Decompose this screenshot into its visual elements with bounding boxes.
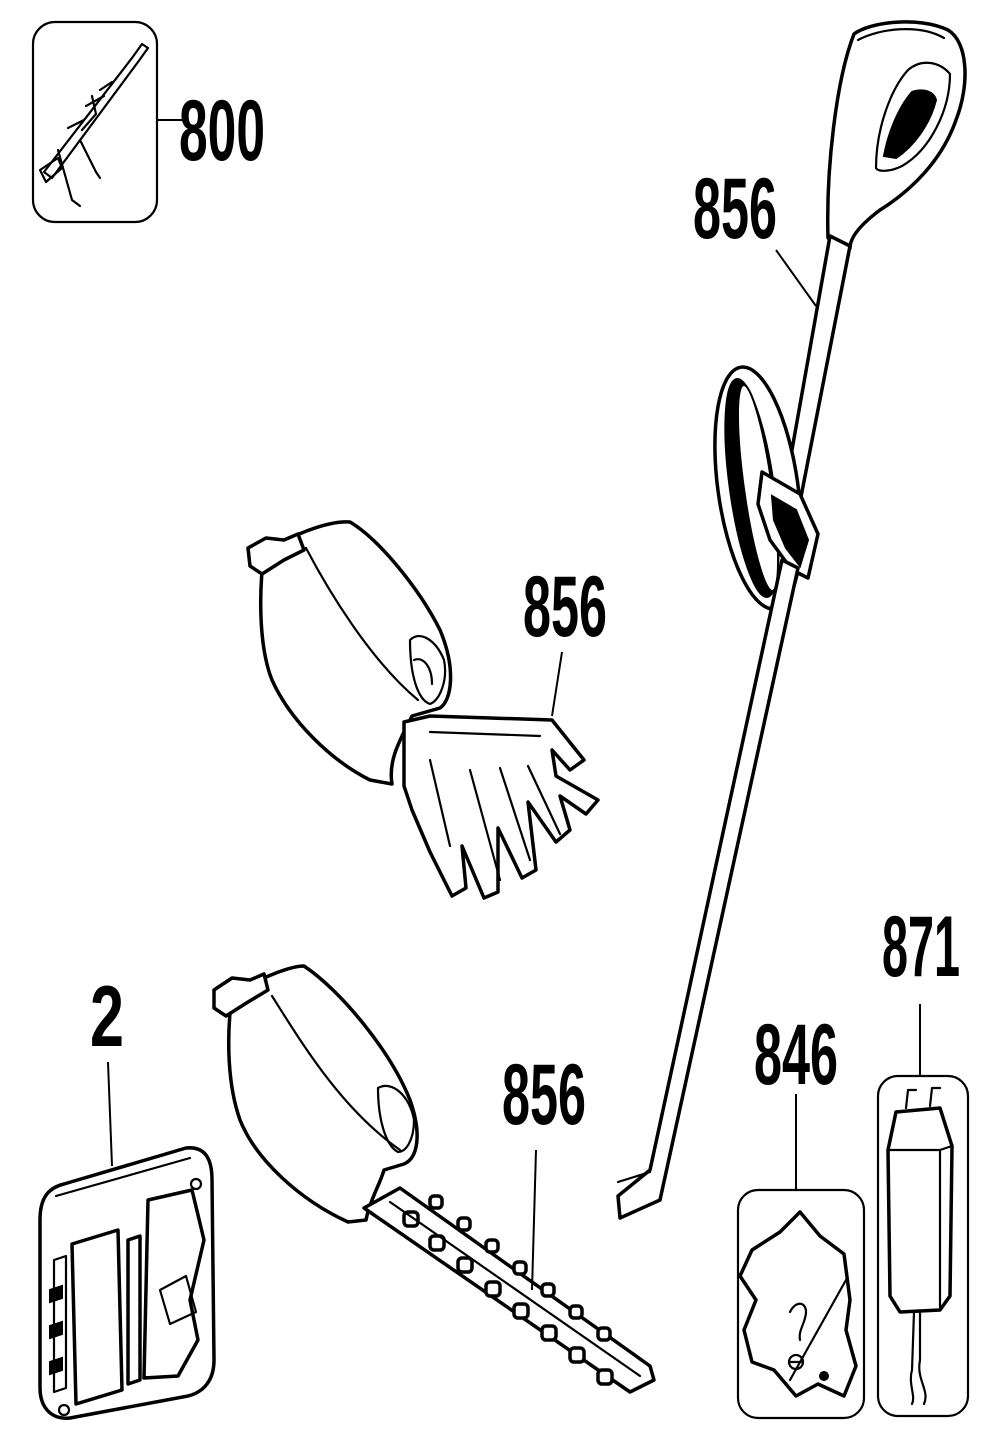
hedge-blade-teeth xyxy=(402,1194,614,1386)
charger-body xyxy=(886,1106,954,1314)
part-2-battery-pack: 2 xyxy=(38,969,216,1420)
shrubber-housing xyxy=(258,520,453,786)
pole-856-leader xyxy=(775,249,817,307)
part-800-drawing xyxy=(38,42,150,208)
hedge-housing xyxy=(226,964,419,1224)
shrubber-856-leader xyxy=(551,651,563,717)
part-871-label: 871 xyxy=(882,899,960,995)
part-2-leader xyxy=(107,1061,113,1167)
part-856-pole-handle: 856 xyxy=(616,20,967,1220)
hedge-connector xyxy=(212,972,270,1018)
part-800-accessory-kit: 800 xyxy=(31,20,265,224)
shrubber-blade xyxy=(402,714,600,900)
part-856-hedge-attachment: 856 xyxy=(212,964,656,1394)
hedge-856-leader xyxy=(531,1149,537,1291)
part-2-label: 2 xyxy=(90,969,124,1065)
shrubber-856-label: 856 xyxy=(523,559,607,655)
part-846-instruction-manual: 846 xyxy=(736,1007,866,1420)
shrubber-connector xyxy=(246,532,306,576)
pole-856-label: 856 xyxy=(693,161,777,257)
part-800-label: 800 xyxy=(179,83,265,179)
part-856-shrubber-attachment: 856 xyxy=(246,520,607,900)
part-846-label: 846 xyxy=(754,1007,838,1103)
part-800-box xyxy=(31,20,159,224)
pole-shaft-lower xyxy=(616,558,800,1220)
hedge-856-label: 856 xyxy=(502,1047,586,1143)
part-871-charger: 871 xyxy=(876,899,970,1418)
